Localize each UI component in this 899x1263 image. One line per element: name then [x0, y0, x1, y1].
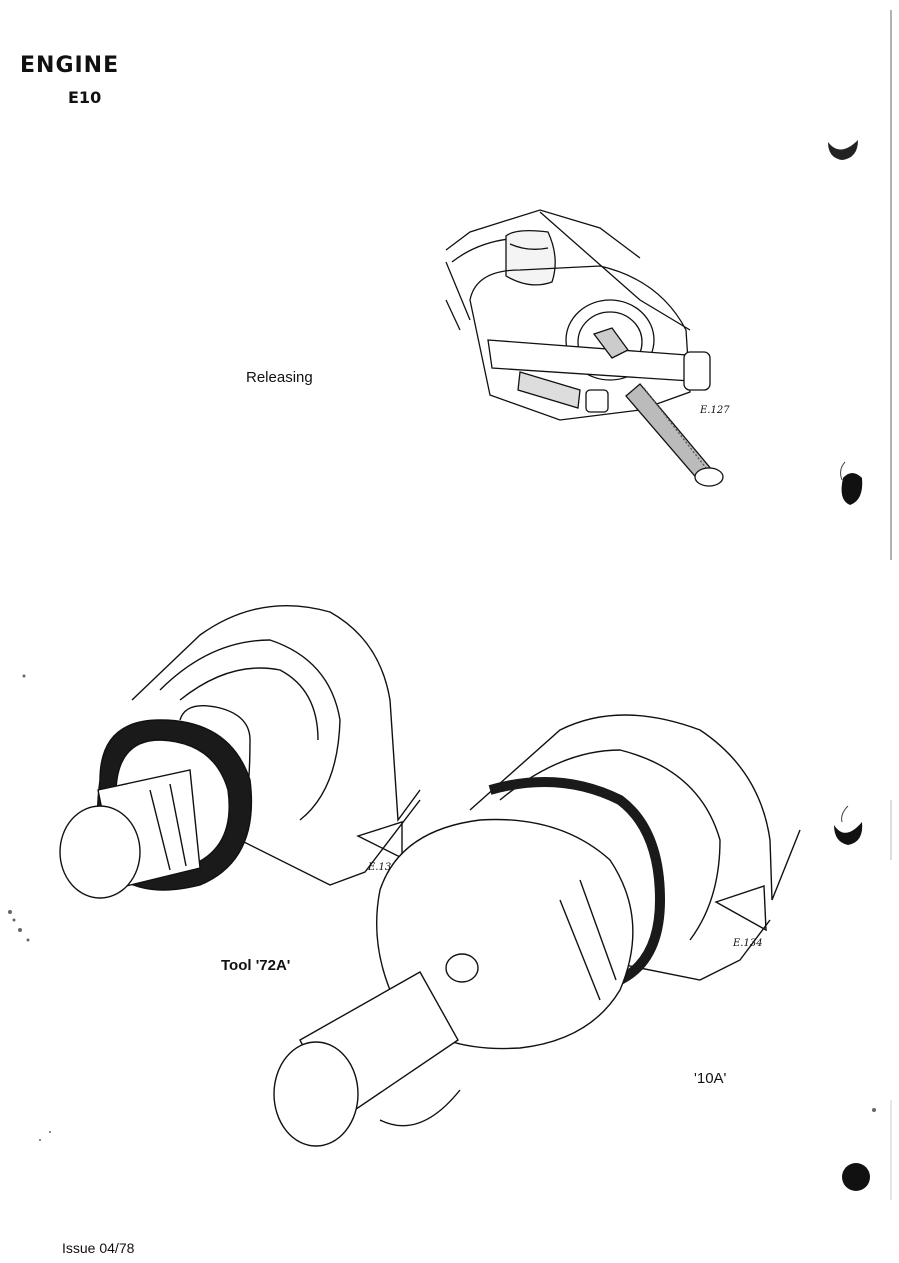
binder-hole-marks [828, 140, 870, 1191]
puller-illustration [445, 209, 724, 487]
page-title: ENGINE [20, 53, 120, 78]
section-code: E10 [68, 88, 102, 107]
figure-code-1: E.127 [700, 405, 730, 416]
scan-speckles [8, 674, 876, 1141]
figure-code-2: E.133 [368, 862, 398, 873]
tool-72a-label: Tool '72A' [221, 957, 291, 974]
seal-tool-10a-illustration [273, 714, 801, 1147]
figure-code-3: E.134 [733, 938, 763, 949]
issue-footer: Issue 04/78 [62, 1240, 135, 1256]
releasing-label: Releasing [246, 369, 313, 386]
tool-10a-label: '10A' [694, 1070, 727, 1087]
seal-tool-72a-illustration [59, 604, 421, 899]
